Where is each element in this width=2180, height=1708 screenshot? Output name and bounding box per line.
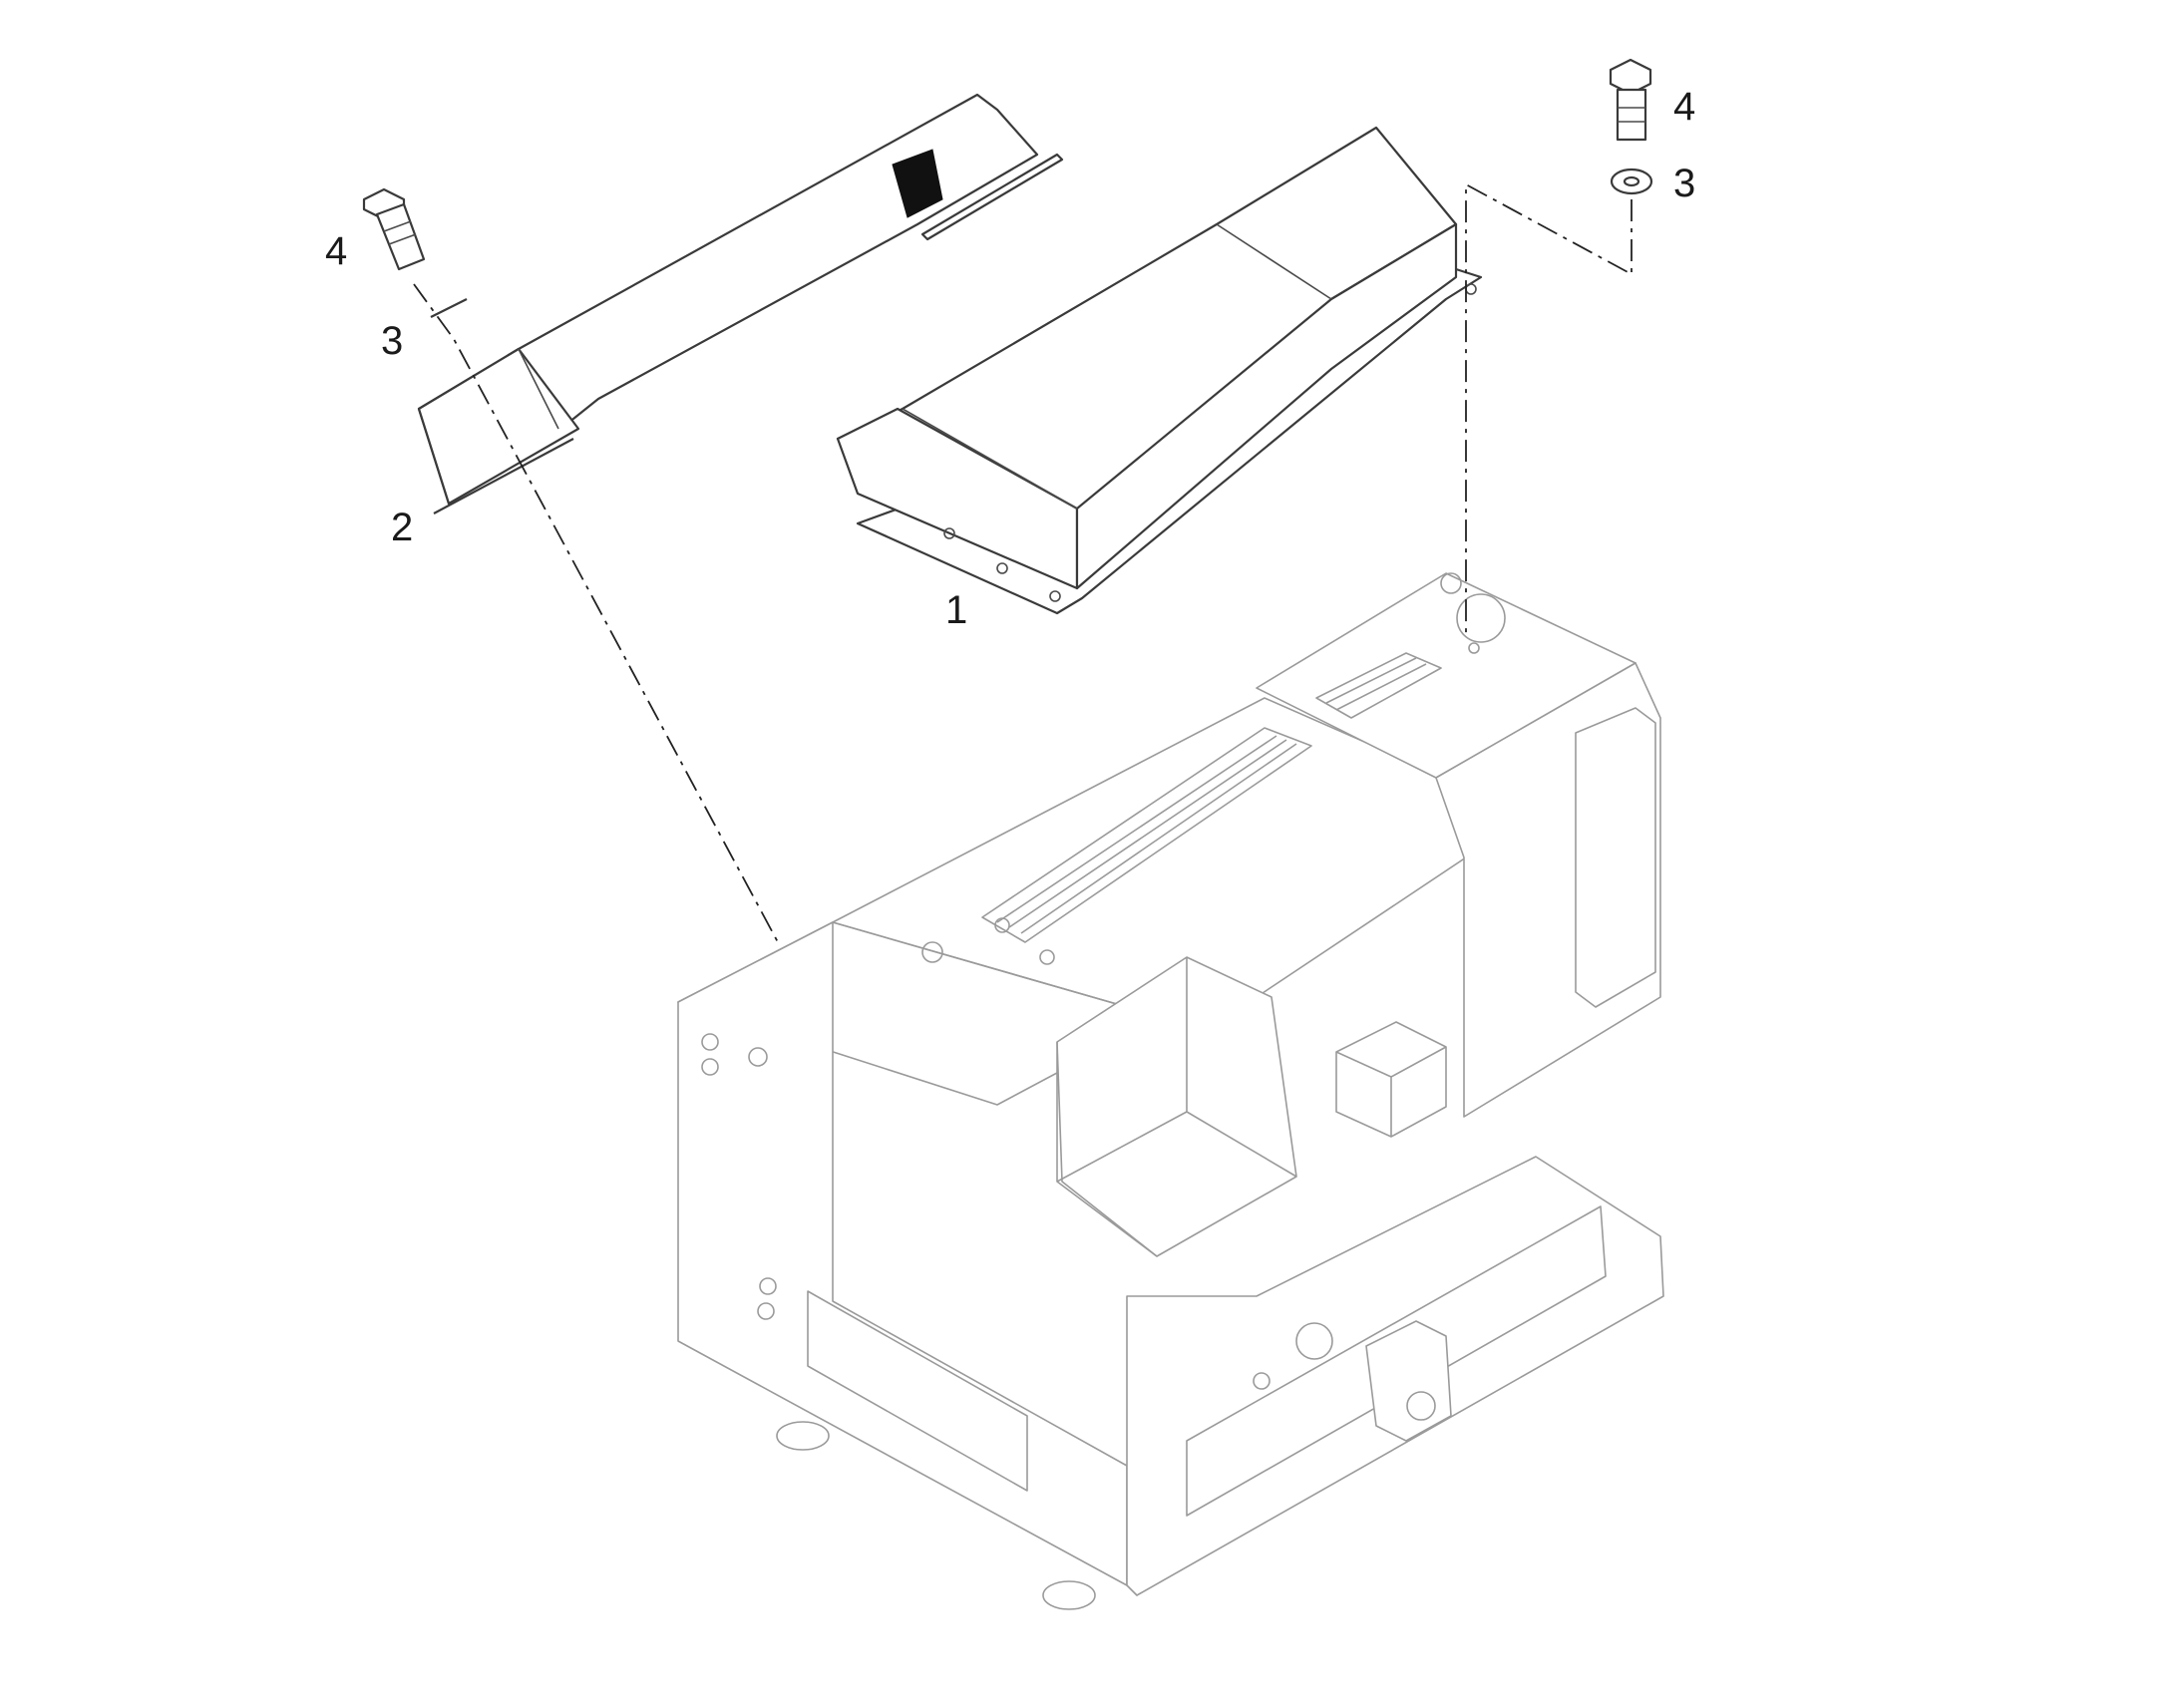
callout-bolt-left: 4 bbox=[325, 229, 347, 273]
callout-cover: 1 bbox=[945, 588, 967, 632]
callout-bracket: 2 bbox=[391, 506, 413, 549]
washer-right bbox=[1610, 168, 1653, 195]
frame-front-slot bbox=[1186, 1205, 1607, 1517]
frame-right-block bbox=[1435, 662, 1661, 1118]
frame-left-opening bbox=[807, 1290, 1028, 1492]
leader-right-bolt bbox=[1465, 182, 1633, 638]
frame-top-right-vent bbox=[1315, 652, 1442, 719]
callout-washer-right: 3 bbox=[1673, 162, 1695, 205]
callout-bolt-right: 4 bbox=[1673, 85, 1695, 129]
callout-washer-left: 3 bbox=[381, 319, 403, 363]
frame-foot-left bbox=[776, 1421, 830, 1451]
bolt-left bbox=[362, 187, 426, 271]
bracket-right-flange bbox=[920, 153, 1064, 241]
base-frame bbox=[677, 572, 1664, 1610]
frame-right-channel bbox=[1575, 707, 1656, 1008]
washer-left bbox=[430, 298, 468, 318]
frame-bumper-clip bbox=[1365, 1320, 1452, 1442]
frame-hole bbox=[701, 1033, 719, 1051]
frame-vent-long bbox=[981, 727, 1312, 943]
leader-lines bbox=[413, 182, 1633, 943]
cover-part-1 bbox=[836, 126, 1483, 615]
bracket-spring-coil bbox=[892, 149, 943, 218]
leader-left-bolt bbox=[413, 283, 779, 943]
frame-foot-front bbox=[1042, 1580, 1096, 1610]
frame-vent-slats bbox=[996, 735, 1297, 934]
bolt-right bbox=[1609, 58, 1652, 142]
frame-round-hole bbox=[1456, 593, 1506, 643]
callout-labels: 4 3 2 1 4 3 bbox=[325, 85, 1695, 632]
bracket-part-2 bbox=[417, 93, 1064, 514]
